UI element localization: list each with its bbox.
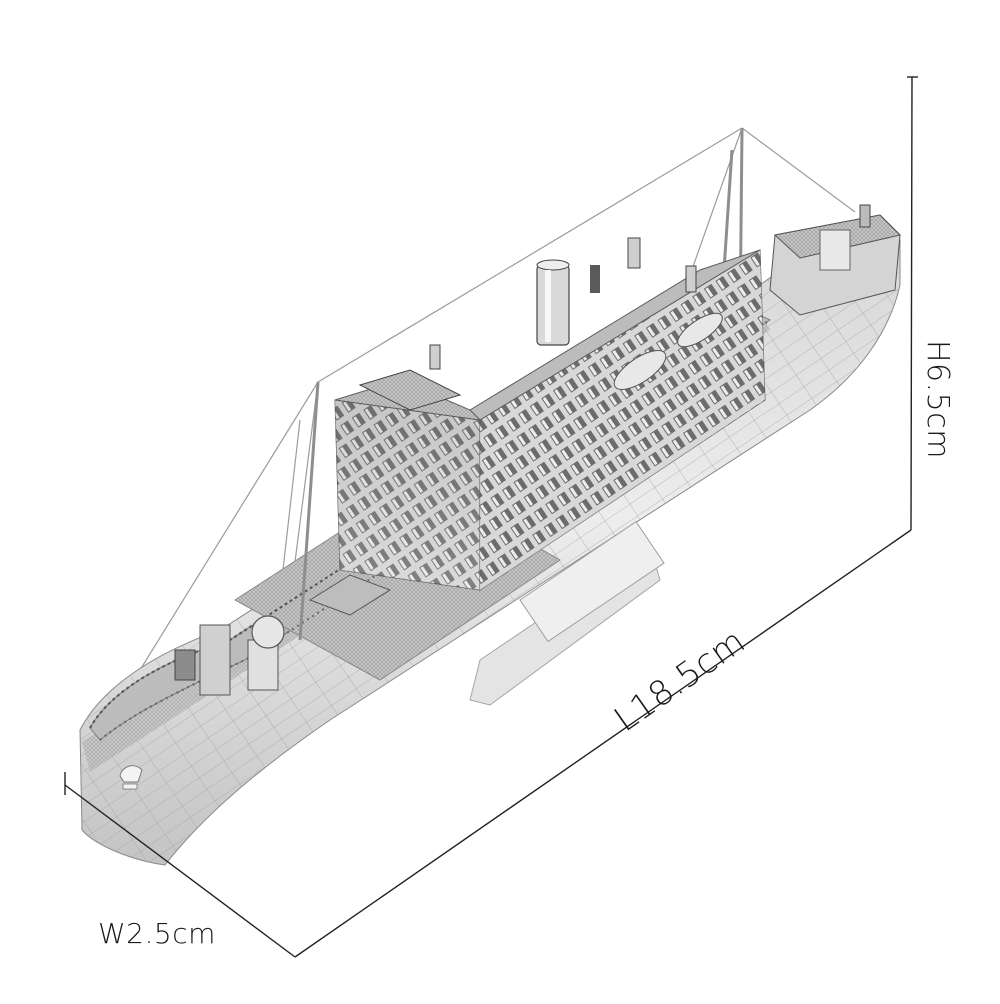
foredeck-machinery — [174, 574, 392, 696]
height-label: H6.5cm — [920, 340, 955, 459]
superstructure — [334, 237, 766, 591]
rigging — [139, 127, 856, 671]
width-label: W2.5cm — [98, 917, 216, 950]
bow-emblem — [119, 765, 143, 790]
length-dimension-line — [294, 529, 912, 958]
height-dimension-line — [910, 76, 913, 531]
funnel — [536, 264, 570, 346]
stern-house — [769, 204, 901, 316]
nameplate — [519, 521, 665, 643]
width-dimension-line — [64, 784, 296, 958]
dimension-lines — [64, 76, 918, 958]
